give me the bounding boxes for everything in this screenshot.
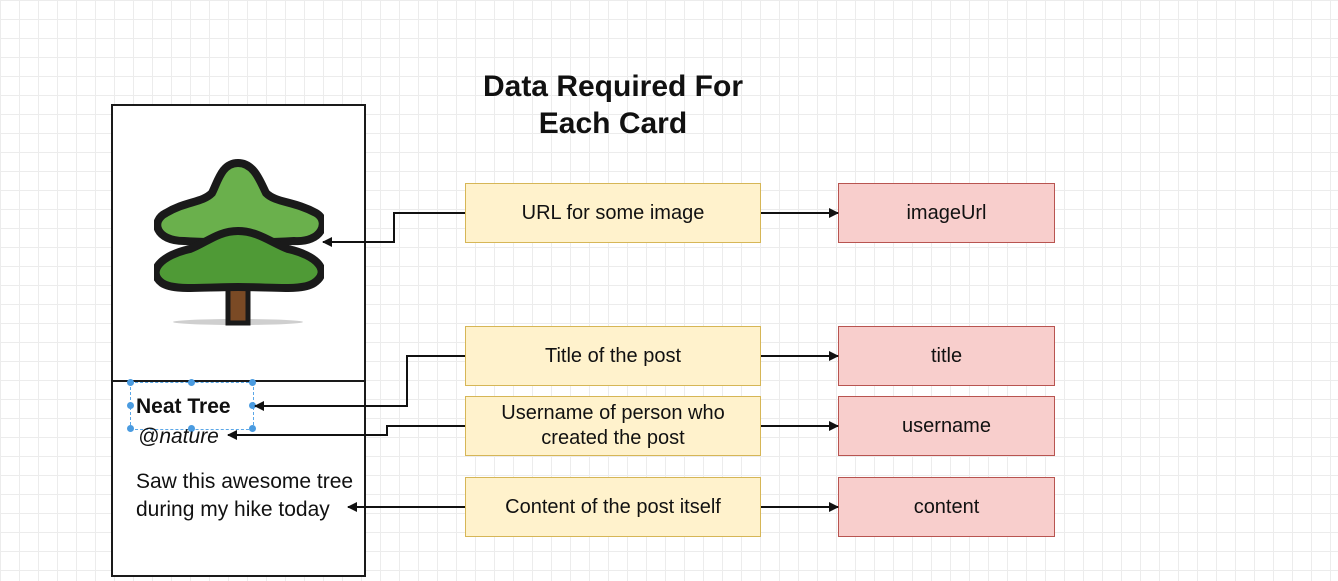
selection-handle[interactable] — [127, 402, 134, 409]
selection-handle[interactable] — [188, 425, 195, 432]
card-username: @nature — [138, 425, 219, 448]
field-title: title — [838, 326, 1055, 386]
arrow-title-to-card — [254, 355, 465, 411]
desc-image-url: URL for some image — [465, 183, 761, 243]
arrow-image-to-card — [322, 212, 465, 247]
selection-handle[interactable] — [127, 379, 134, 386]
selection-handle[interactable] — [188, 379, 195, 386]
selection-handle[interactable] — [127, 425, 134, 432]
card-divider — [113, 380, 364, 382]
selection-handle[interactable] — [249, 402, 256, 409]
card-title: Neat Tree — [136, 395, 231, 418]
post-card: Neat Tree @nature Saw this awesome tree … — [111, 104, 366, 577]
selection-handle[interactable] — [249, 379, 256, 386]
field-imageurl: imageUrl — [838, 183, 1055, 243]
card-content: Saw this awesome tree during my hike tod… — [136, 470, 354, 521]
tree-image — [154, 159, 324, 326]
diagram-title: Data Required For Each Card — [482, 70, 744, 140]
arrow-username-to-card — [227, 425, 465, 440]
desc-title: Title of the post — [465, 326, 761, 386]
field-username: username — [838, 396, 1055, 456]
desc-content: Content of the post itself — [465, 477, 761, 537]
desc-username: Username of person who created the post — [465, 396, 761, 456]
selection-handle[interactable] — [249, 425, 256, 432]
selection-box[interactable] — [127, 379, 256, 432]
field-content: content — [838, 477, 1055, 537]
